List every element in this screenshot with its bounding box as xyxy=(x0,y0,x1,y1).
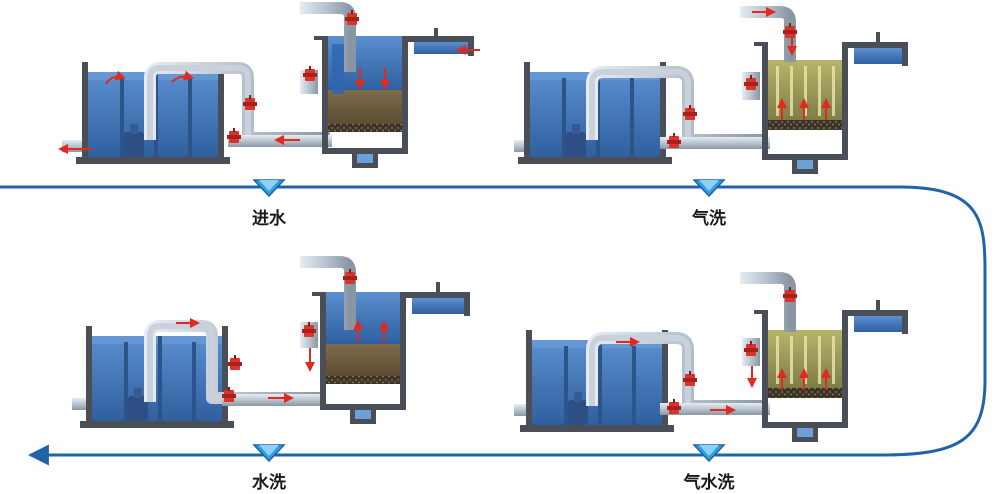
panel-inflow xyxy=(58,2,480,168)
valve-icon xyxy=(228,355,242,370)
panel-water-wash xyxy=(72,256,470,428)
valve-icon xyxy=(227,128,241,143)
valve-icon xyxy=(303,66,317,81)
down-triangle-icon xyxy=(692,179,726,198)
flow-line xyxy=(0,185,987,466)
stage-label-air-water-wash: 气水洗 xyxy=(683,472,735,493)
stage-label-inflow: 进水 xyxy=(252,208,287,229)
panel-air-wash xyxy=(514,6,908,174)
valve-icon xyxy=(667,399,681,414)
valve-icon xyxy=(667,133,681,148)
down-triangle-icon xyxy=(252,444,286,463)
stage-label-water-wash: 水洗 xyxy=(252,472,286,493)
panel-air-water-wash xyxy=(514,272,908,442)
stage-label-air-wash: 气洗 xyxy=(691,208,726,229)
down-triangle-icon xyxy=(252,179,286,198)
down-triangle-icon xyxy=(692,444,726,463)
